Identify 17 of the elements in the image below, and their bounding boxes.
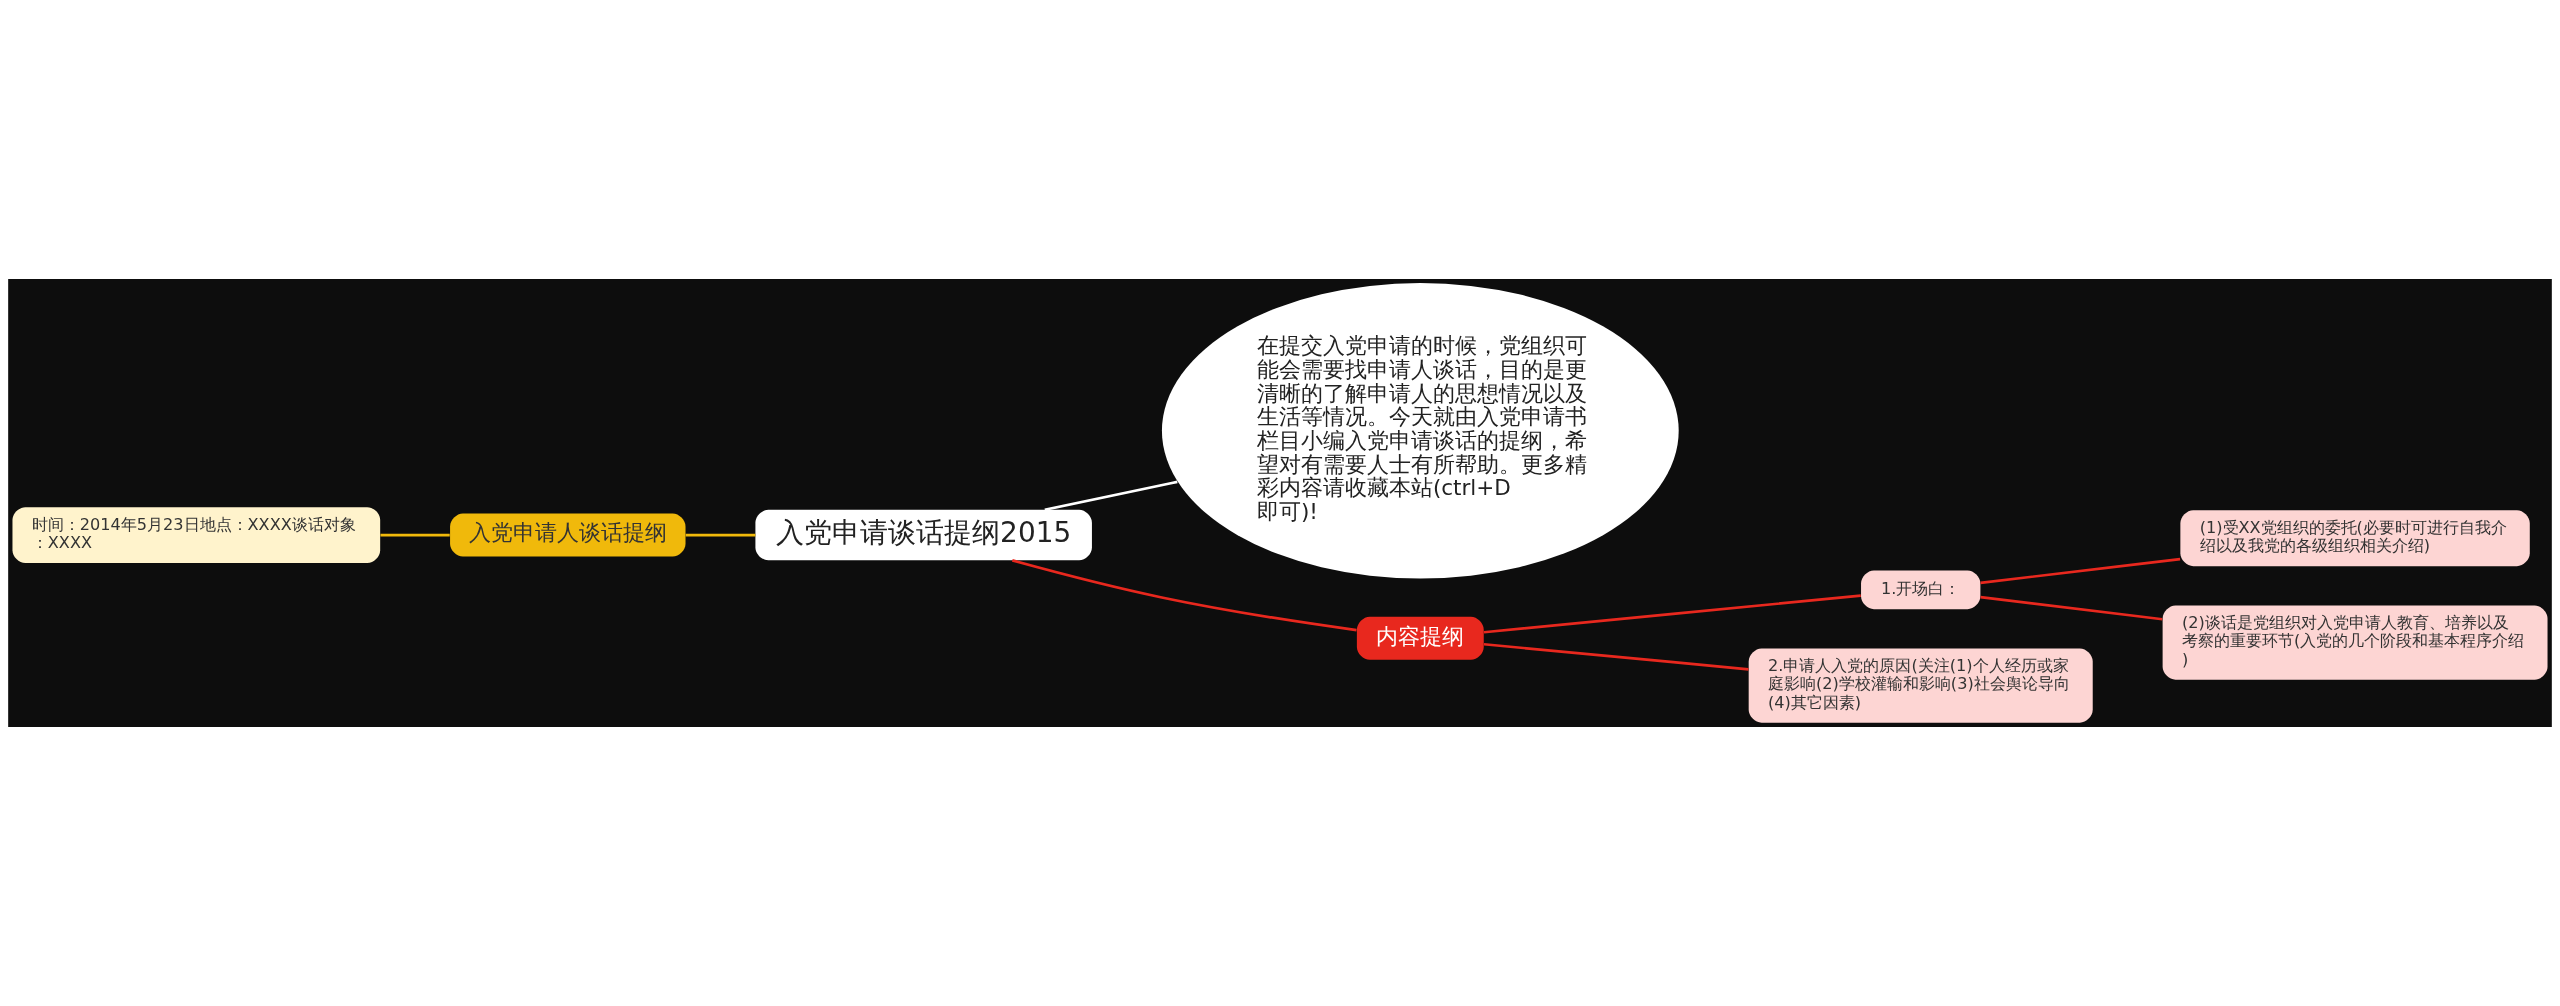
- node-box: 入党申请人谈话提纲: [450, 513, 686, 557]
- connector: [1980, 595, 2163, 621]
- connector: [380, 533, 450, 537]
- connector: [1980, 557, 2181, 585]
- node-box: 内容提纲: [1356, 616, 1484, 660]
- node-box: 入党申请谈话提纲2015: [755, 509, 1092, 561]
- connector: [1483, 642, 1749, 671]
- node-ellipse: 在提交入党申请的时候，党组织可能会需要找申请人谈话，目的是更清晰的了解申请人的思想情况以及生活等情况。今天就由入党申请书栏目小编入党申请谈话的提纲，希望对有需要人士有所帮助。更多精彩内容请收藏本站(ctrl+D即可)!: [1161, 283, 1679, 579]
- node-box: 1.开场白：: [1861, 570, 1981, 610]
- connector: [1044, 480, 1178, 512]
- node-box: (2)谈话是党组织对入党申请人教育、培养以及考察的重要环节(入党的几个阶段和基本程序介绍): [2162, 605, 2548, 680]
- node-box: 2.申请人入党的原因(关注(1)个人经历或家庭影响(2)学校灌输和影响(3)社会舆论导向(4)其它因素): [1748, 648, 2093, 723]
- node-box: (1)受XX党组织的委托(必要时可进行自我介绍以及我党的各级组织相关介绍): [2180, 510, 2530, 567]
- connector: [1483, 594, 1861, 634]
- node-box: 时间：2014年5月23日地点：XXXX谈话对象：XXXX: [12, 507, 381, 564]
- connector: [685, 533, 756, 537]
- connector: [1012, 559, 1357, 632]
